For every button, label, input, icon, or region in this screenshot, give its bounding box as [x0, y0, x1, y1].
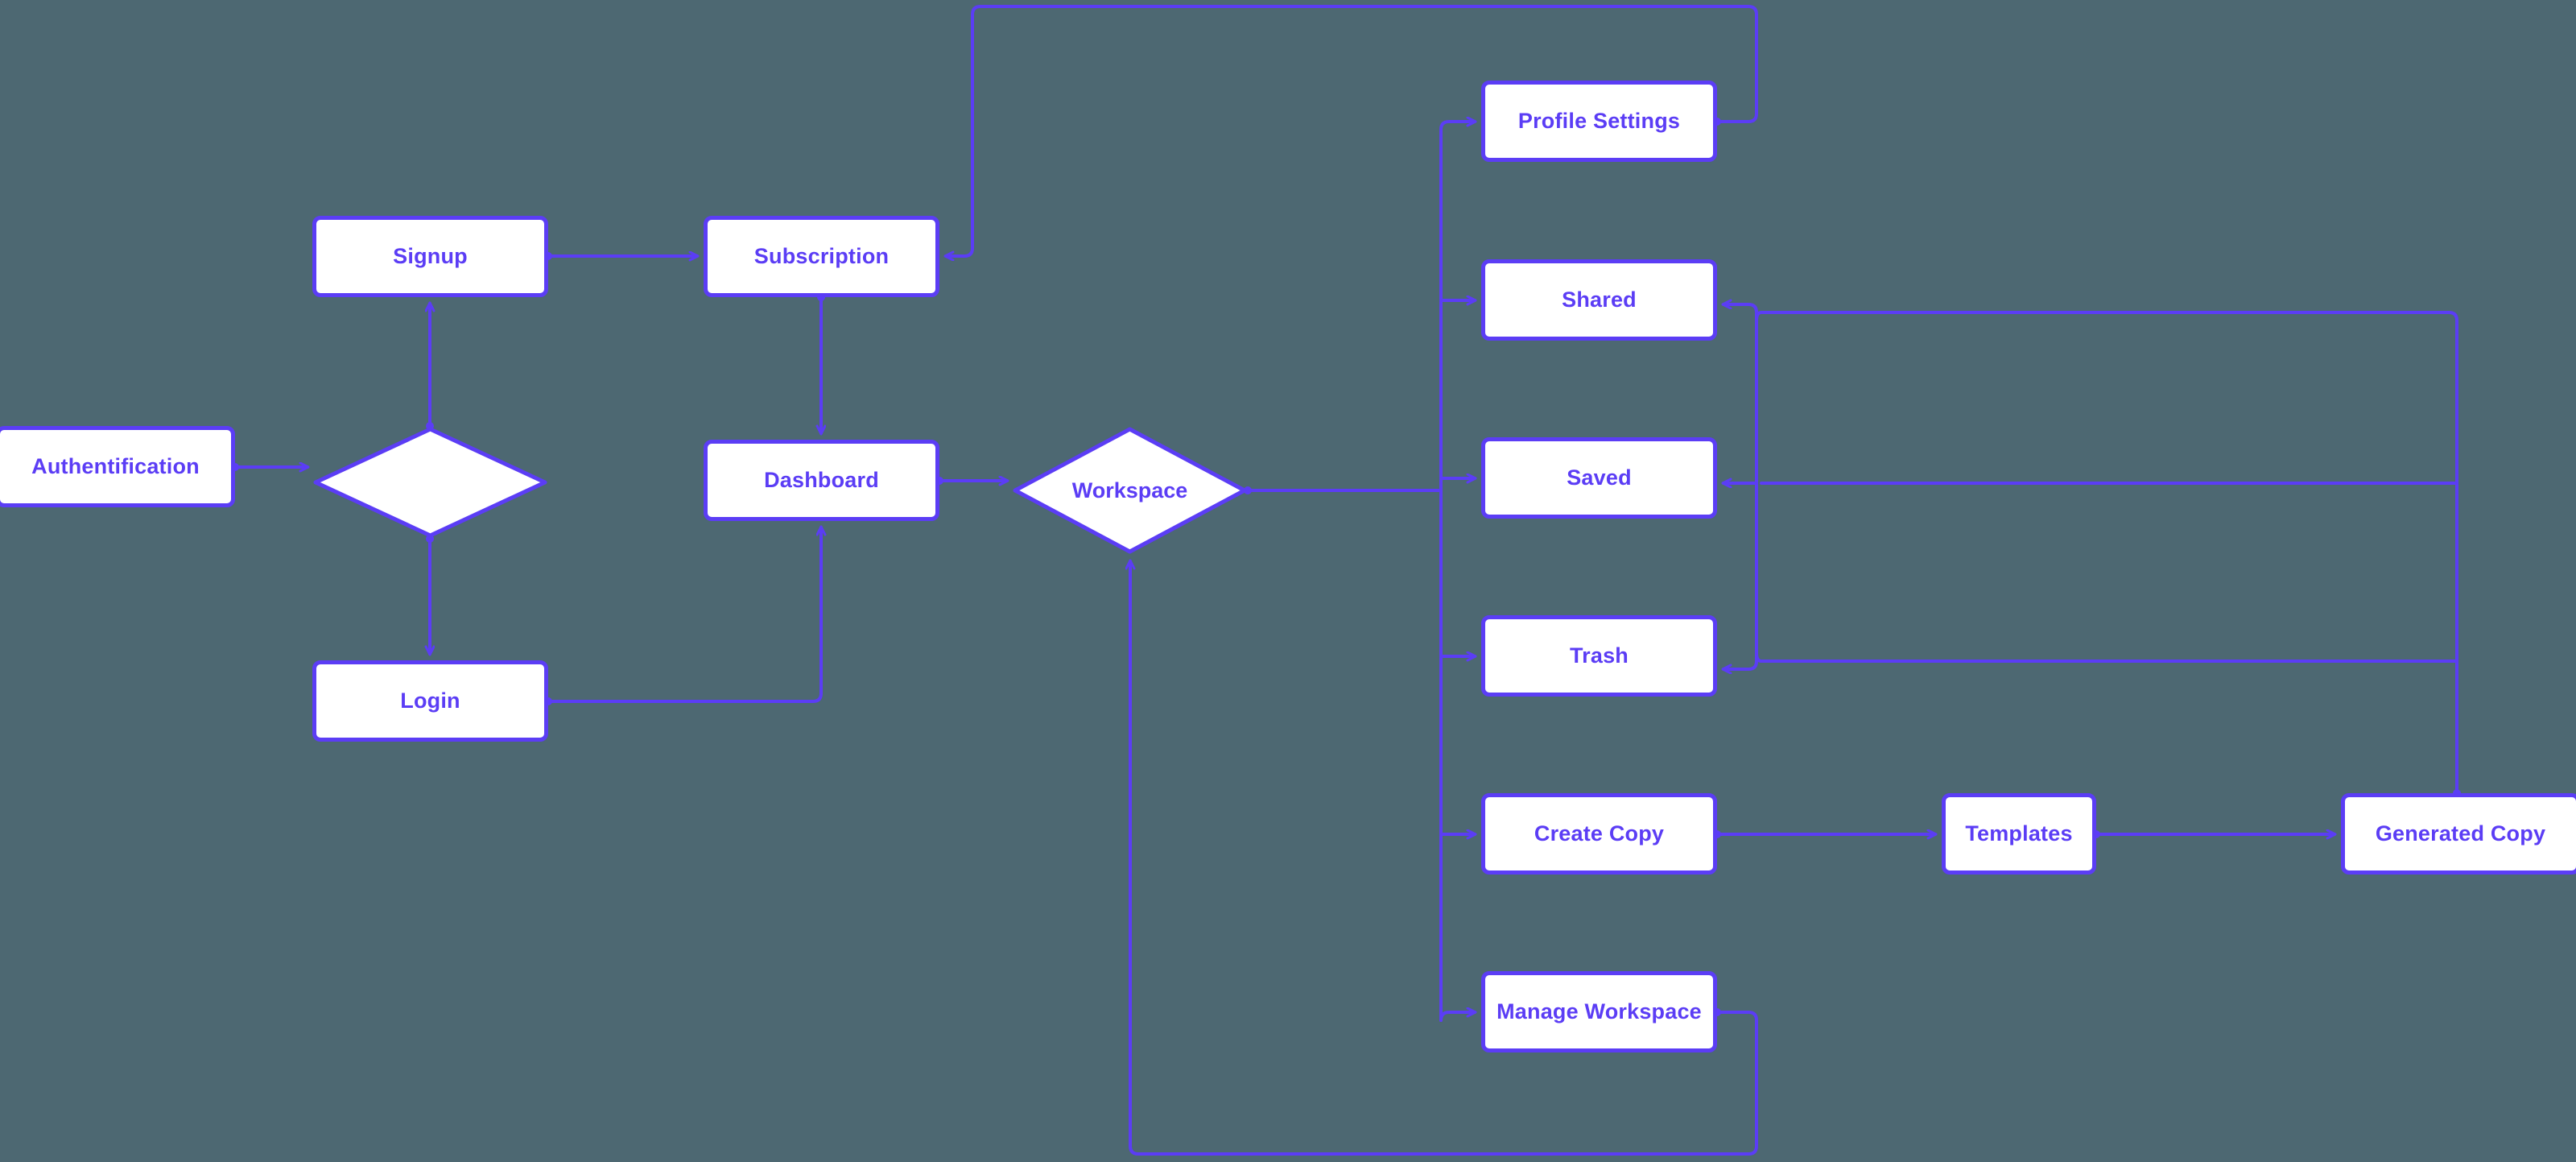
node-label: Generated Copy: [2375, 821, 2546, 846]
node-shared[interactable]: Shared: [1481, 259, 1717, 341]
node-label: Subscription: [753, 244, 890, 268]
edge-bus-to-shared: [1724, 304, 1758, 314]
node-label: Login: [400, 689, 460, 713]
node-label: Authentification: [31, 454, 200, 478]
node-templates[interactable]: Templates: [1942, 793, 2096, 875]
node-label: Dashboard: [764, 468, 879, 492]
edge-generated-copy-bus-up: [1760, 311, 2458, 795]
node-label: Signup: [393, 244, 468, 268]
node-dashboard[interactable]: Dashboard: [704, 440, 939, 521]
node-manage-workspace[interactable]: Manage Workspace: [1481, 971, 1717, 1052]
edge-bus-corner-trash: [1755, 651, 1763, 663]
node-create-copy[interactable]: Create Copy: [1481, 793, 1717, 875]
edge-login-to-dashboard: [547, 527, 821, 703]
edge-workspace-to-profile-settings: [1439, 122, 1475, 131]
node-label: Shared: [1562, 287, 1637, 312]
node-signup[interactable]: Signup: [312, 216, 548, 297]
node-label: Manage Workspace: [1496, 999, 1702, 1023]
edge-bus-to-trash: [1724, 660, 1758, 669]
diamond-shape: [313, 427, 547, 538]
edge-bus-corner-shared: [1755, 311, 1763, 322]
node-profile-settings[interactable]: Profile Settings: [1481, 81, 1717, 162]
node-label: Saved: [1567, 465, 1632, 490]
node-trash[interactable]: Trash: [1481, 615, 1717, 697]
node-authentification[interactable]: Authentification: [0, 426, 235, 507]
node-label: Templates: [1965, 821, 2073, 846]
node-label: Trash: [1569, 643, 1629, 668]
diamond-shape: [1013, 427, 1247, 554]
node-login[interactable]: Login: [312, 660, 548, 742]
node-workspace[interactable]: Workspace: [1012, 426, 1248, 555]
node-subscription[interactable]: Subscription: [704, 216, 939, 297]
node-saved[interactable]: Saved: [1481, 437, 1717, 519]
edge-workspace-to-manage-workspace: [1439, 1012, 1475, 1022]
node-label: Profile Settings: [1517, 109, 1681, 133]
node-generated-copy[interactable]: Generated Copy: [2341, 793, 2576, 875]
node-label: Create Copy: [1534, 821, 1665, 846]
node-decision[interactable]: [312, 426, 548, 539]
